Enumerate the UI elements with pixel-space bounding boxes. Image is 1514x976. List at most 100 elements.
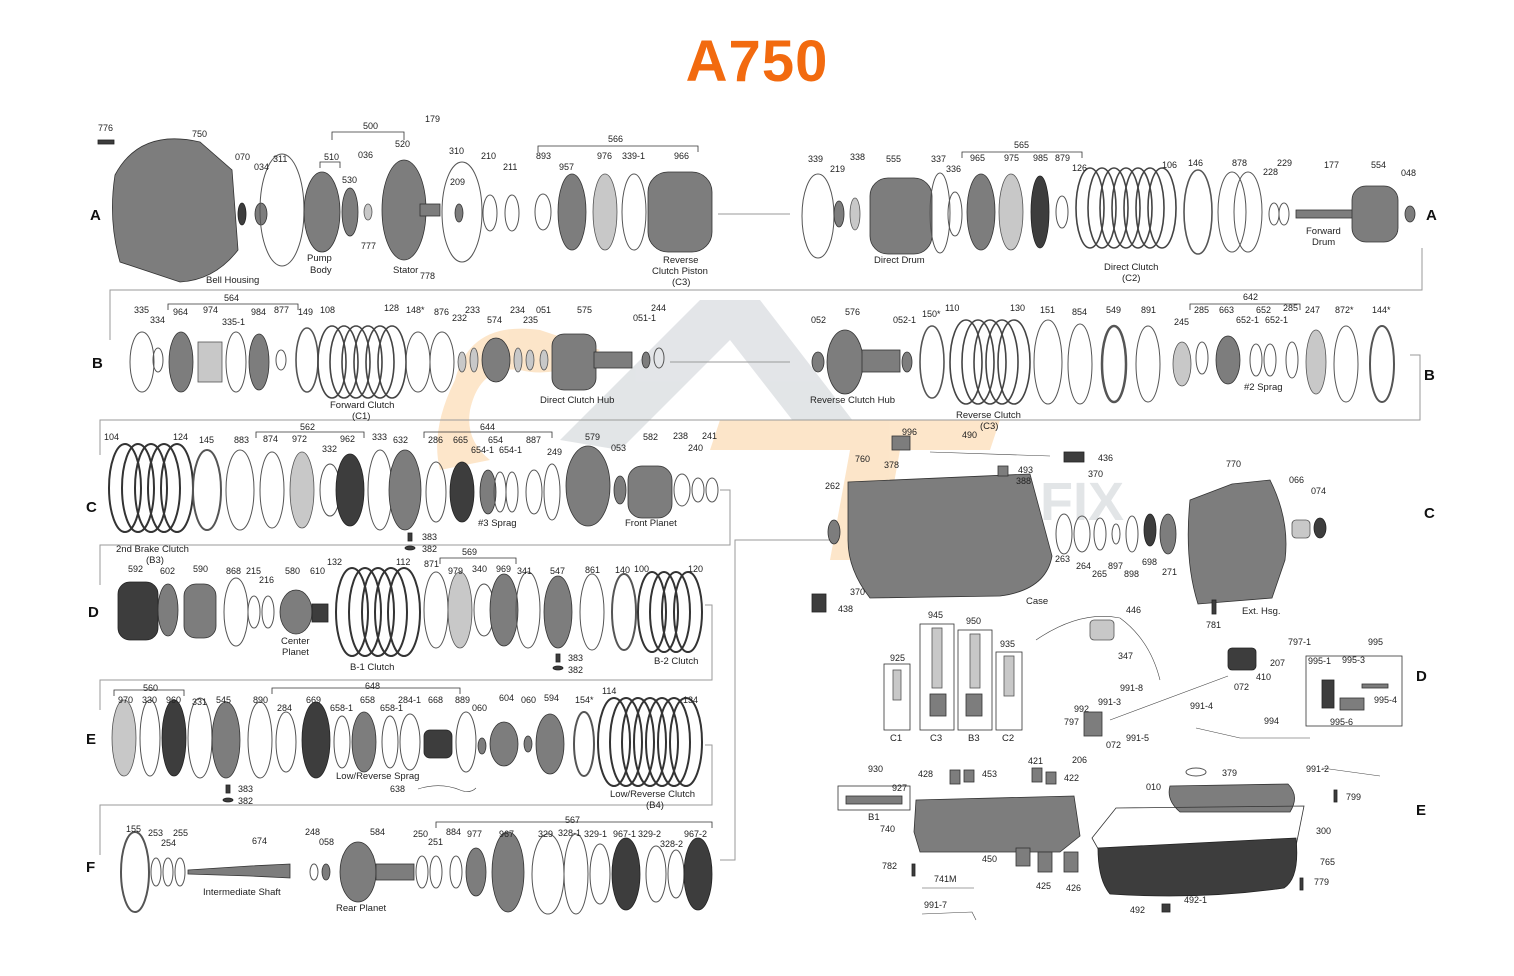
label-249: 249 xyxy=(547,447,562,457)
label-861: 861 xyxy=(585,565,600,575)
row-letter-c-right: C xyxy=(1424,505,1435,522)
ring-235 xyxy=(525,349,535,371)
label-995: 995 xyxy=(1368,637,1383,647)
label-965: 965 xyxy=(970,153,985,163)
ring-868 xyxy=(223,577,249,647)
label-547: 547 xyxy=(550,566,565,576)
label-034: 034 xyxy=(254,162,269,172)
label-594: 594 xyxy=(544,693,559,703)
ring-151 xyxy=(1033,319,1063,405)
second-brake-clutch-pack xyxy=(108,443,194,533)
ring-251 xyxy=(429,855,443,889)
label-740: 740 xyxy=(880,824,895,834)
label-120: 120 xyxy=(688,564,703,574)
piston-592 xyxy=(117,581,159,641)
label-074: 074 xyxy=(1311,486,1326,496)
valve-box-b3 xyxy=(957,629,993,731)
label-052: 052 xyxy=(811,315,826,325)
label-658-1b: 658-1 xyxy=(380,703,403,713)
ring-669 xyxy=(301,701,331,779)
filter-010 xyxy=(1168,783,1295,813)
diagram-title: A750 xyxy=(685,29,829,94)
label-329: 329 xyxy=(538,829,553,839)
caption-case: Case xyxy=(1026,596,1048,607)
label-453: 453 xyxy=(982,769,997,779)
label-995-3: 995-3 xyxy=(1342,655,1365,665)
ring-897 xyxy=(1111,523,1121,545)
label-567: 567 xyxy=(565,815,580,825)
label-698: 698 xyxy=(1142,557,1157,567)
label-382c: 382 xyxy=(238,796,253,806)
label-263: 263 xyxy=(1055,554,1070,564)
label-140: 140 xyxy=(615,565,630,575)
label-066: 066 xyxy=(1289,475,1304,485)
caption-pump-body-2: Body xyxy=(310,265,332,276)
caption-reverse-clutch: Reverse Clutch xyxy=(956,410,1021,421)
label-967: 967 xyxy=(499,829,514,839)
label-985: 985 xyxy=(1033,153,1048,163)
caption-forward-drum-2: Drum xyxy=(1312,237,1335,248)
label-300: 300 xyxy=(1316,826,1331,836)
label-545: 545 xyxy=(216,695,231,705)
caption-brake2: 2nd Brake Clutch xyxy=(116,544,189,555)
row-letter-e: E xyxy=(86,731,96,748)
label-155: 155 xyxy=(126,824,141,834)
label-930: 930 xyxy=(868,764,883,774)
label-782: 782 xyxy=(882,861,897,871)
label-329-2: 329-2 xyxy=(638,829,661,839)
valve-b1 xyxy=(845,795,903,805)
label-638: 638 xyxy=(390,784,405,794)
ring-985 xyxy=(1030,175,1050,249)
label-652-1a: 652-1 xyxy=(1236,315,1259,325)
ring-248 xyxy=(309,863,319,881)
tube-638 xyxy=(417,785,477,792)
ring-229 xyxy=(1278,202,1290,226)
ring-545 xyxy=(211,701,241,779)
bolt-383 xyxy=(407,532,413,542)
label-991-2: 991-2 xyxy=(1306,764,1329,774)
label-438: 438 xyxy=(838,604,853,614)
caption-c2v: C2 xyxy=(1002,733,1014,744)
caption-forward-clutch: Forward Clutch xyxy=(330,400,394,411)
label-285b: 285 xyxy=(1283,303,1298,313)
label-658: 658 xyxy=(360,695,375,705)
caption-sprag3: #3 Sprag xyxy=(478,518,517,529)
direct-hub-shaft xyxy=(593,351,633,369)
label-969: 969 xyxy=(496,564,511,574)
watermark-text: FIX xyxy=(1040,472,1124,532)
lever-992 xyxy=(1083,711,1103,737)
label-421: 421 xyxy=(1028,756,1043,766)
spring-974 xyxy=(197,341,223,383)
label-975: 975 xyxy=(1004,153,1019,163)
pump-body xyxy=(303,171,341,253)
ring-286 xyxy=(425,461,447,523)
label-148: 148* xyxy=(406,305,425,315)
ring-060b xyxy=(523,735,533,753)
box-995 xyxy=(1305,655,1403,727)
label-554: 554 xyxy=(1371,160,1386,170)
label-328-2: 328-2 xyxy=(660,839,683,849)
label-265: 265 xyxy=(1092,569,1107,579)
label-383: 383 xyxy=(422,532,437,542)
label-654-1a: 654-1 xyxy=(471,445,494,455)
ring-263 xyxy=(1055,513,1073,555)
ring-547 xyxy=(543,575,573,649)
gasket-310 xyxy=(441,161,483,263)
ring-249 xyxy=(543,463,561,521)
label-238: 238 xyxy=(673,431,688,441)
label-668: 668 xyxy=(428,695,443,705)
label-644: 644 xyxy=(480,422,495,432)
ring-339 xyxy=(801,173,835,259)
label-250: 250 xyxy=(413,829,428,839)
ring-337 xyxy=(929,172,951,254)
flow-lines xyxy=(99,213,1423,861)
label-336: 336 xyxy=(946,164,961,174)
label-149: 149 xyxy=(298,307,313,317)
valve-body-740 xyxy=(913,795,1081,853)
gear-530 xyxy=(341,187,359,237)
ring-058 xyxy=(321,863,331,881)
sprag-658 xyxy=(351,711,377,773)
label-450: 450 xyxy=(982,854,997,864)
rear-planet-shaft xyxy=(375,863,415,881)
sensor-438 xyxy=(811,593,827,613)
